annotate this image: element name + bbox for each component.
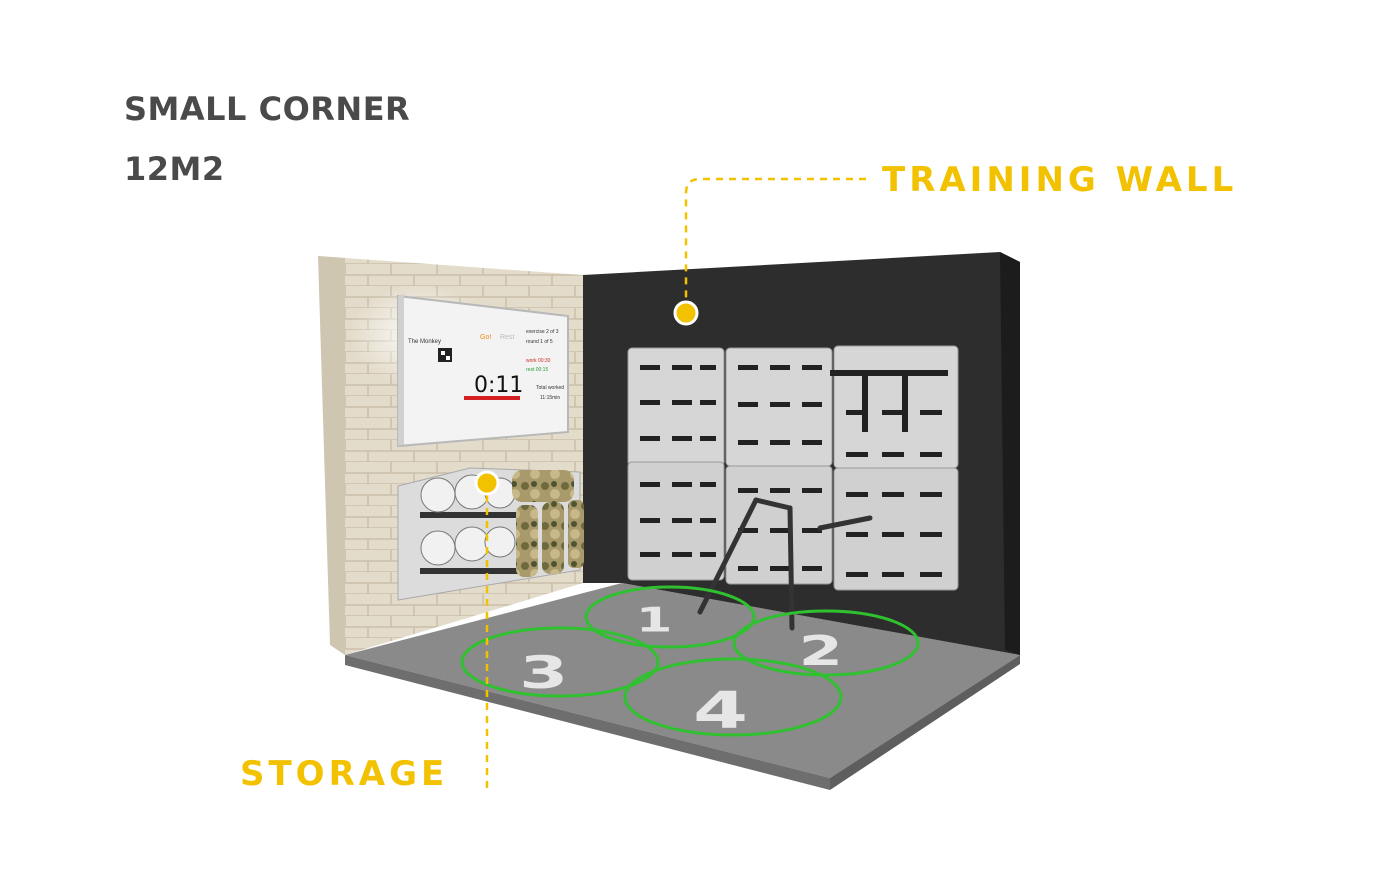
go-label: Go!: [480, 334, 491, 341]
ring-4: [623, 657, 843, 737]
rest-time: rest 00:15: [526, 367, 548, 373]
storage-label: STORAGE: [240, 754, 449, 794]
training-wall-marker: [673, 300, 699, 326]
sandbag: [512, 470, 574, 502]
storage-marker: [474, 470, 500, 496]
timer-progress-bar: [464, 396, 520, 400]
floor-number-2: 2: [799, 627, 843, 675]
floor-number-3: 3: [519, 646, 568, 698]
ring-2: [732, 609, 920, 677]
screen-name: The Monkey: [408, 339, 441, 345]
total-value: 11:15min: [540, 395, 560, 401]
training-wall-leader: [684, 177, 866, 300]
sandbag: [542, 502, 564, 574]
pullup-bar: [697, 497, 873, 631]
work-time: work 00:30: [526, 358, 551, 364]
round-text: round 1 of 5: [526, 339, 553, 345]
sandbag: [516, 505, 538, 577]
workout-screen: The Monkey Go! Rest exercise 2 of 3 roun…: [397, 294, 569, 448]
training-wall-label: TRAINING WALL: [882, 160, 1238, 200]
ring-1: [584, 585, 756, 649]
title-line-1: SMALL CORNER: [124, 90, 411, 128]
training-panels: [627, 345, 959, 631]
rest-label: Rest: [500, 334, 514, 341]
storage-rack: [397, 467, 584, 601]
panel: [833, 467, 959, 591]
panel: [833, 345, 959, 469]
timer-readout: 0:11: [474, 373, 523, 398]
title-line-2: 12M2: [124, 150, 225, 188]
floor-number-1: 1: [636, 601, 673, 640]
sandbag: [568, 500, 584, 568]
floor-rings: [460, 585, 920, 737]
floor-number-4: 4: [693, 681, 748, 740]
total-label: Total worked: [536, 385, 564, 391]
exercise-text: exercise 2 of 3: [526, 329, 559, 335]
ring-3: [460, 626, 660, 698]
